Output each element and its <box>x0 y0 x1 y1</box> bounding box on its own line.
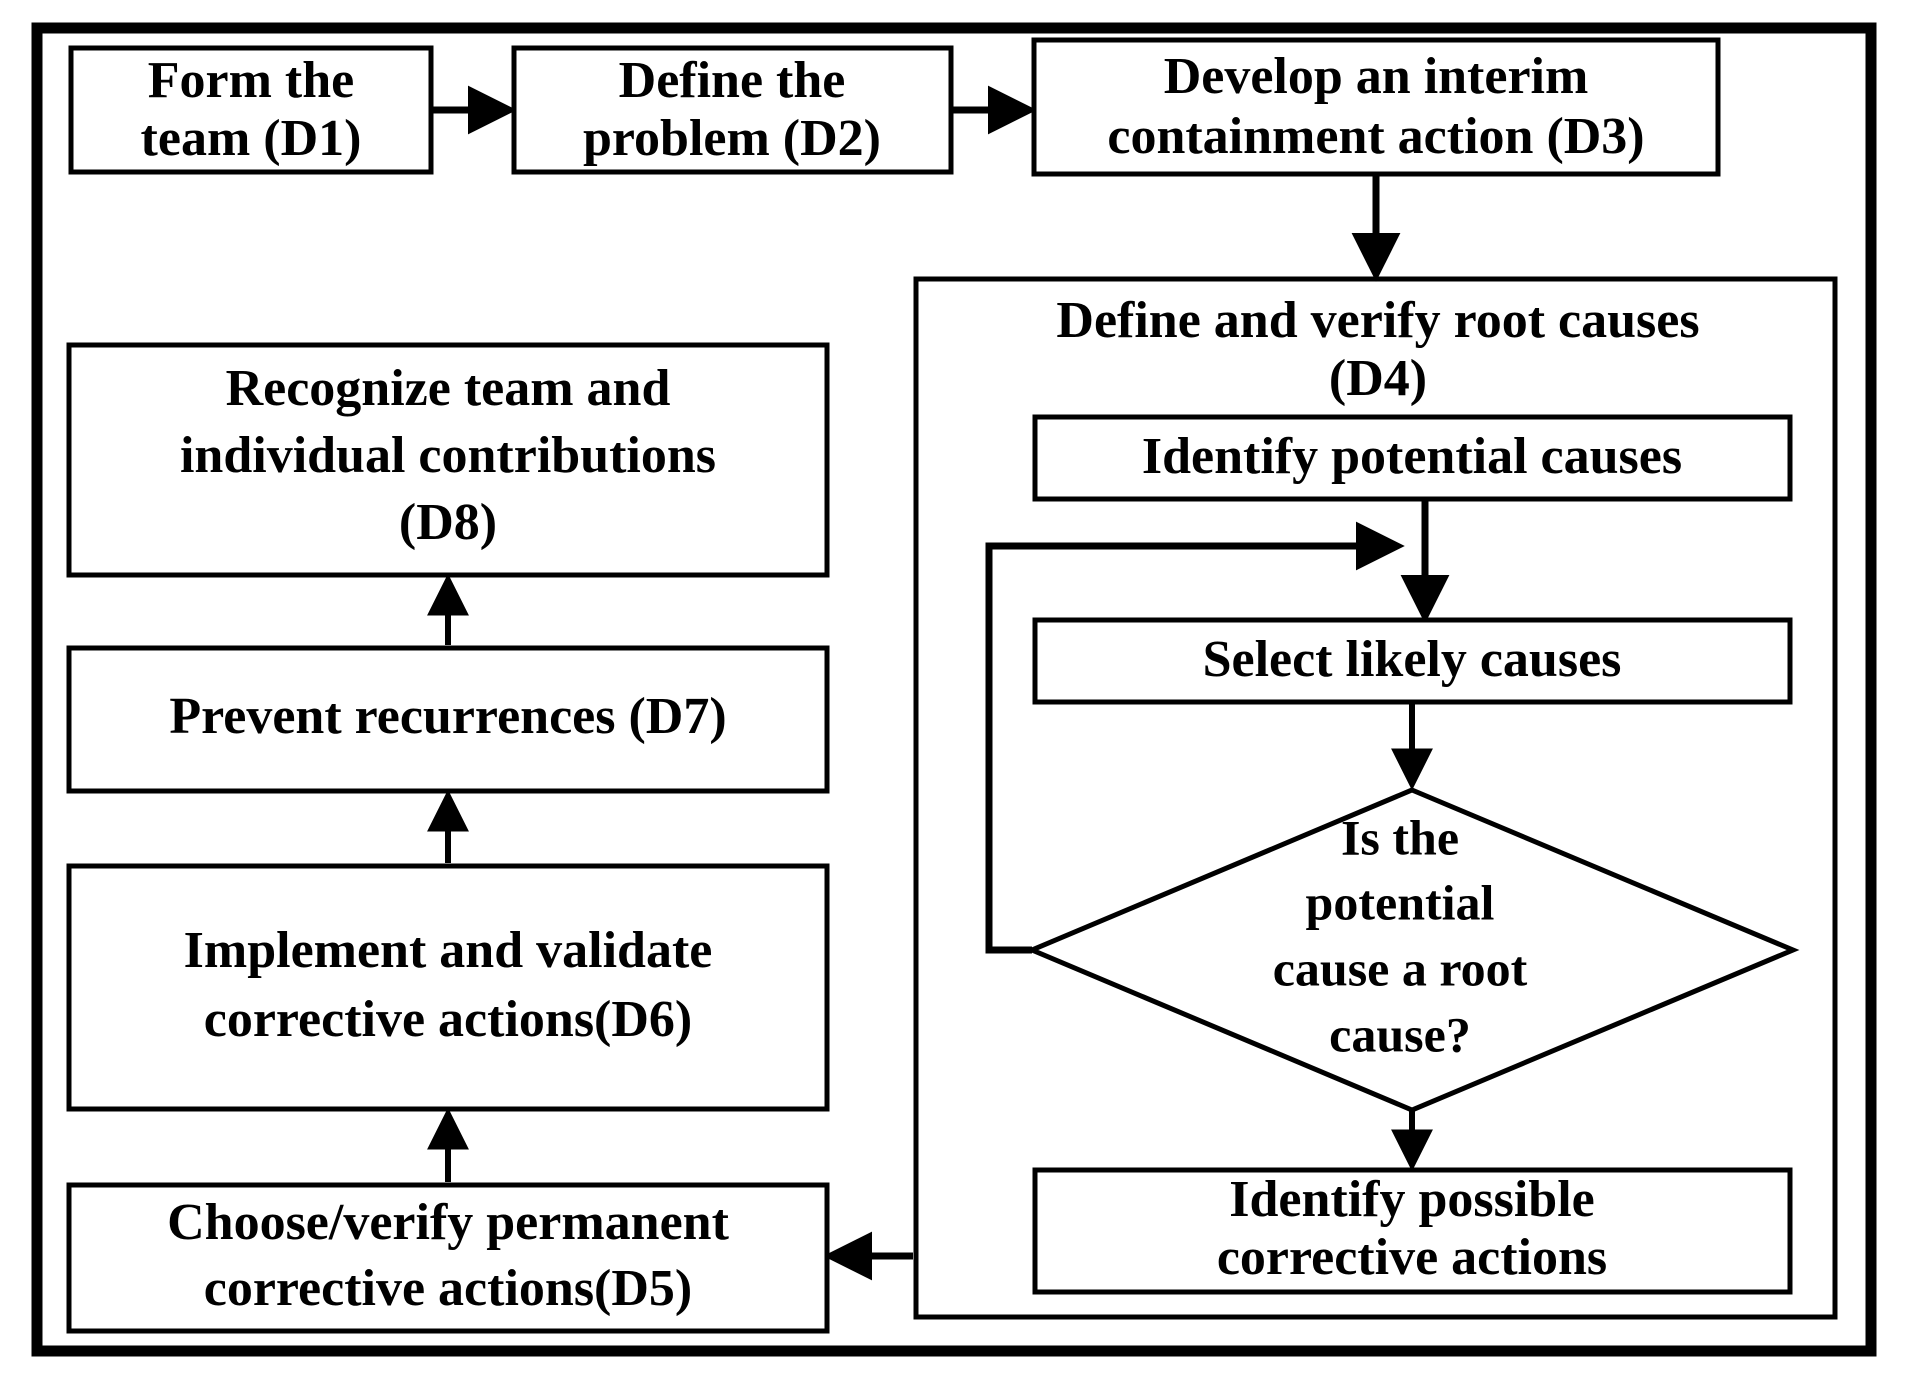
node-d5-line-1: corrective actions(D5) <box>204 1260 693 1317</box>
node-d5-line-0: Choose/verify permanent <box>167 1194 729 1251</box>
node-decision-line-2: cause a root <box>1273 940 1528 996</box>
node-select-likely-causes-box[interactable] <box>1032 617 1793 705</box>
node-d2-line-0: Define the <box>619 52 846 109</box>
node-d8-line-2: (D8) <box>399 494 497 551</box>
node-d7-box[interactable] <box>66 645 830 794</box>
node-d6-line-0: Implement and validate <box>184 922 713 979</box>
node-d4-line-0: Define and verify root causes <box>1056 292 1699 349</box>
edge-decision-feedback-loop <box>985 521 1405 954</box>
node-identify-corrective-line-0: Identify possible <box>1229 1171 1595 1228</box>
node-d6-line-1: corrective actions(D6) <box>204 991 693 1048</box>
node-identify-potential-causes-box[interactable] <box>1032 414 1793 502</box>
node-decision-line-3: cause? <box>1329 1006 1471 1062</box>
node-d2-line-1: problem (D2) <box>583 110 881 167</box>
outer-frame <box>31 22 1877 1357</box>
node-d1-line-0: Form the <box>148 52 354 109</box>
node-decision-line-1: potential <box>1306 874 1495 930</box>
node-d3-line-0: Develop an interim <box>1164 48 1589 105</box>
node-identify-possible-corrective-actions-box[interactable] <box>1032 1167 1793 1295</box>
node-d6-box[interactable] <box>66 863 830 1112</box>
node-select-likely-causes-label: Select likely causes <box>1203 631 1622 688</box>
node-d1-box[interactable] <box>68 45 434 175</box>
node-identify-potential-causes-label: Identify potential causes <box>1142 428 1682 485</box>
node-d5-box[interactable] <box>66 1182 830 1334</box>
node-d1-line-1: team (D1) <box>141 110 362 167</box>
node-decision-line-0: Is the <box>1341 809 1459 865</box>
node-identify-corrective-line-1: corrective actions <box>1217 1229 1607 1286</box>
node-d4-group-box[interactable] <box>913 276 1838 1320</box>
node-d7-label: Prevent recurrences (D7) <box>169 688 726 745</box>
node-d4-line-1: (D4) <box>1329 350 1427 407</box>
node-d3-line-1: containment action (D3) <box>1107 108 1644 165</box>
node-d8-line-1: individual contributions <box>180 427 716 484</box>
node-d3-box[interactable] <box>1031 37 1721 177</box>
node-d8-line-0: Recognize team and <box>226 360 671 417</box>
node-d8-box[interactable] <box>66 342 830 578</box>
